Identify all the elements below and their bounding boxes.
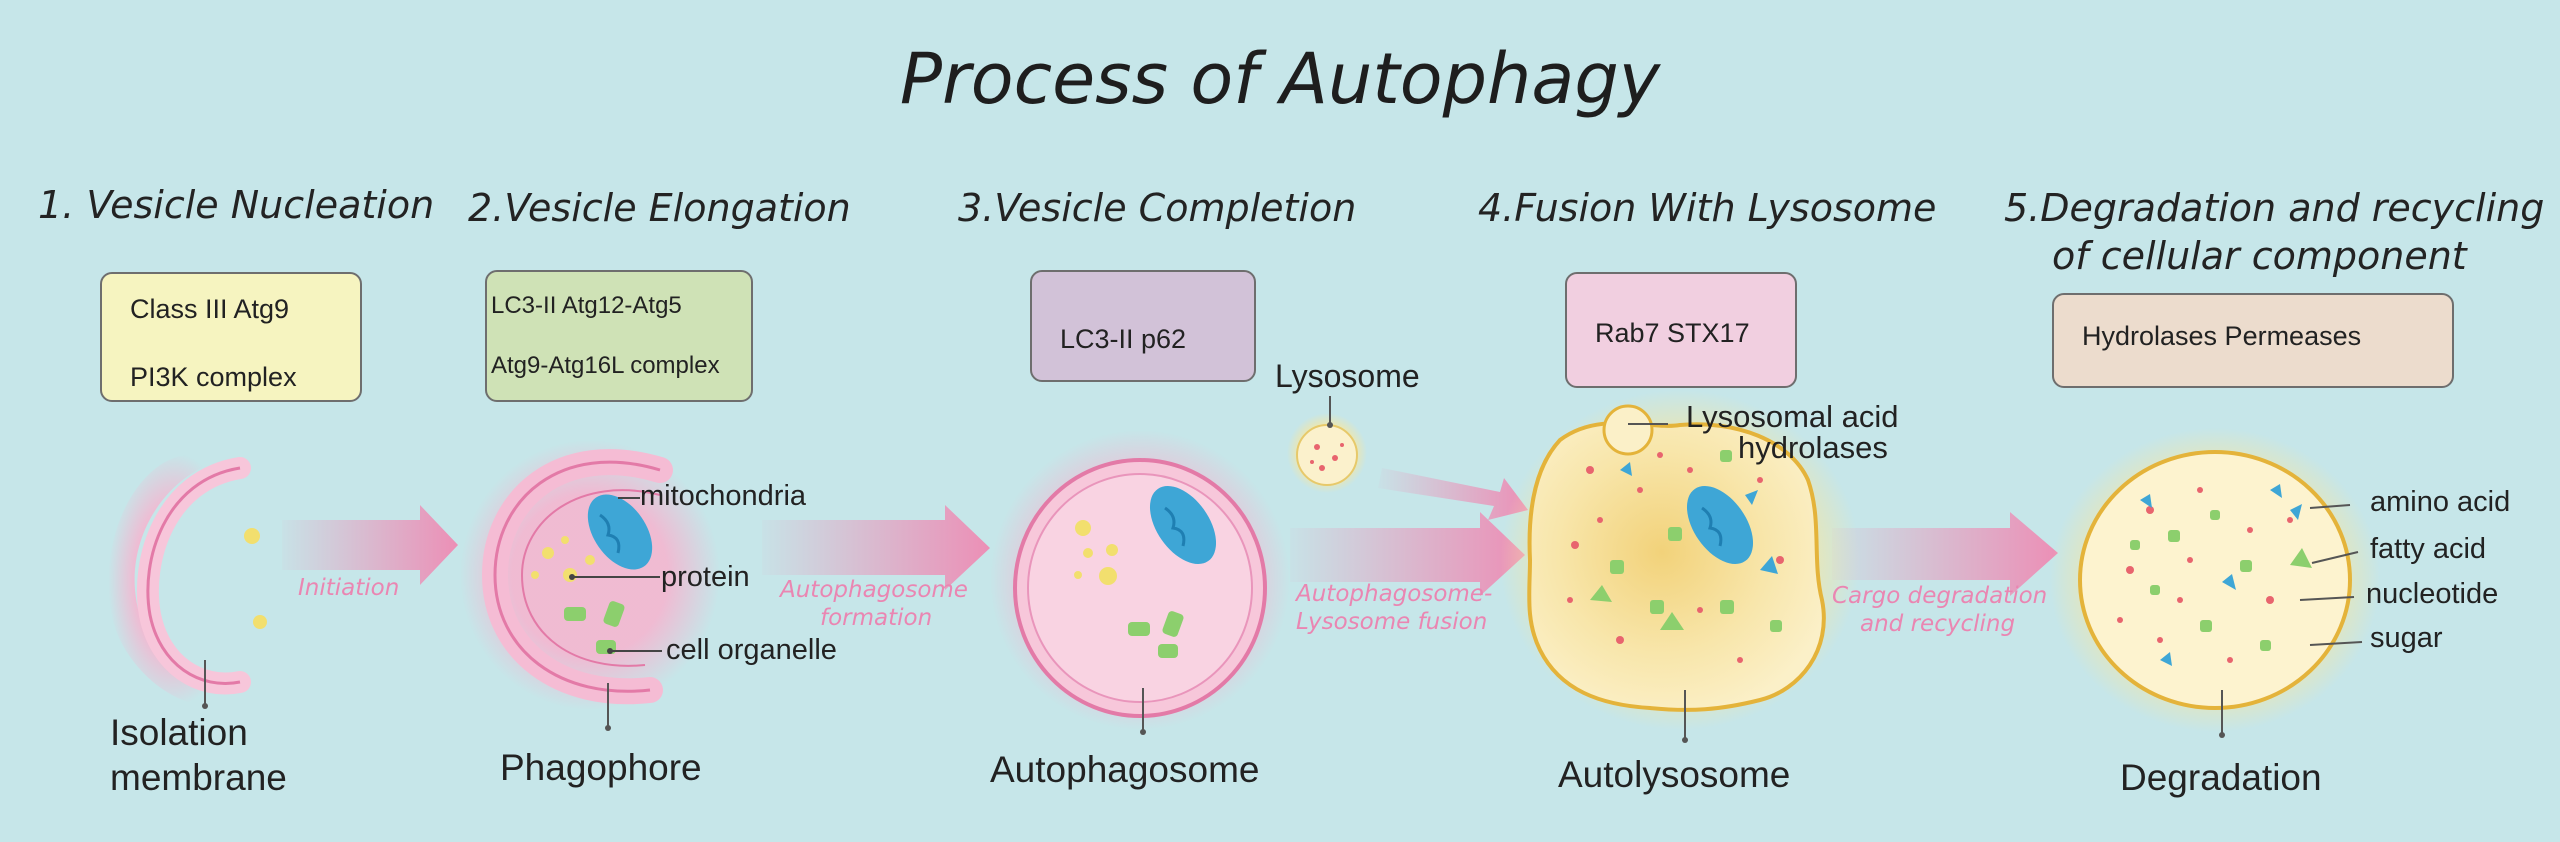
lysosome [1287,396,1367,493]
step-2-box-line1: LC3-II Atg12-Atg5 [491,292,682,319]
initiation-arrow [282,505,458,585]
step-2-box-line2: Atg9-Atg16L complex [491,352,720,379]
degradation-vesicle [2050,428,2380,738]
degradation-label: Degradation [2120,757,2322,798]
lysosome-arrow [1378,468,1528,520]
autolysosome-label: Autolysosome [1558,754,1791,795]
autophagosome [990,430,1290,735]
step-2-heading: 2.Vesicle Elongation [468,186,851,230]
arrow-label-initiation: Initiation [298,575,400,601]
step-3-heading: 3.Vesicle Completion [958,186,1357,230]
lysosome-label: Lysosome [1275,358,1420,394]
step-5-heading-line2: of cellular component [2052,234,2467,278]
step-3-protein-box: LC3-II p62 [1030,270,1256,382]
callout-sugar: sugar [2370,622,2443,654]
arrow-label-fusion-2: Lysosome fusion [1296,609,1488,635]
step-2-protein-box: LC3-II Atg12-Atg5 Atg9-Atg16L complex [485,270,753,402]
autophagosome-label: Autophagosome [990,749,1260,790]
step-1-box-line2: PI3K complex [130,362,297,392]
callout-nucleotide: nucleotide [2366,578,2499,610]
arrow-label-autophagosome-formation-2: formation [820,605,933,631]
arrow-label-autophagosome-formation-1: Autophagosome [780,577,968,603]
step-5-box-line1: Hydrolases Permeases [2082,321,2362,351]
step-1-heading: 1. Vesicle Nucleation [38,183,435,227]
step-1-box-line1: Class III Atg9 [130,294,290,324]
isolation-membrane [108,453,267,709]
arrow-label-cargo-1: Cargo degradation [1832,583,2048,609]
step-5-protein-box: Hydrolases Permeases [2052,293,2454,388]
step-4-heading: 4.Fusion With Lysosome [1478,186,1937,230]
callout-hydrolases: hydrolases [1738,430,1888,465]
arrow-label-fusion-1: Autophagosome- [1296,581,1493,607]
arrow-label-cargo-2: and recycling [1860,611,2016,637]
isolation-membrane-label-line2: membrane [110,757,287,798]
phagophore-label: Phagophore [500,747,702,788]
fusion-arrow [1290,512,1525,596]
callout-lysosomal-acid: Lysosomal acid [1686,399,1899,434]
callout-fatty-acid: fatty acid [2370,533,2487,565]
cargo-degradation-arrow [1832,512,2058,596]
autophagosome-formation-arrow [762,505,990,590]
isolation-membrane-label-line1: Isolation [110,712,248,753]
callout-protein: protein [661,561,750,593]
diagram-title: Process of Autophagy [899,38,1661,120]
step-3-box-line1: LC3-II p62 [1060,324,1187,354]
callout-cell-organelle: cell organelle [666,634,837,666]
callout-mitochondria: mitochondria [640,480,807,512]
step-4-box-line1: Rab7 STX17 [1595,318,1750,348]
phagophore [460,440,720,731]
step-5-heading-line1: 5.Degradation and recycling [2004,186,2545,230]
callout-amino-acid: amino acid [2370,486,2511,518]
autolysosome [1500,390,1860,743]
step-4-protein-box: Rab7 STX17 [1565,272,1797,388]
step-1-protein-box: Class III Atg9 PI3K complex [100,272,362,402]
